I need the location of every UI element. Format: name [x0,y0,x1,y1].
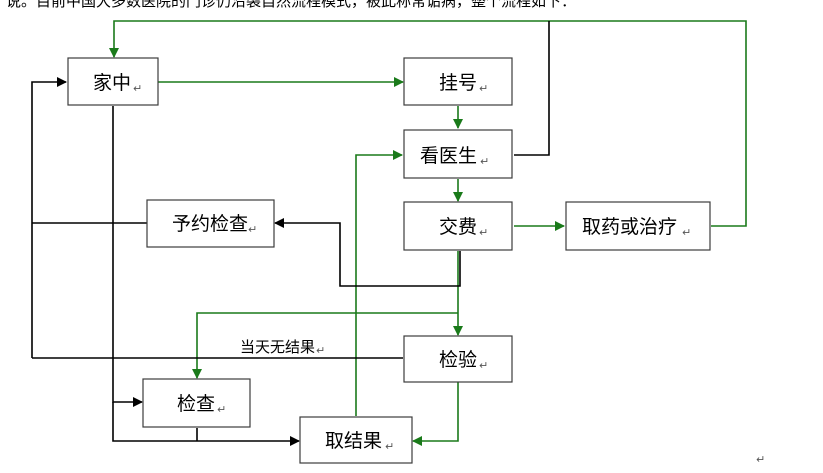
node-pay: 交费 ↵ [403,201,513,251]
node-pay-label: 交费 [439,216,477,238]
node-medicine-label: 取药或治疗 [582,216,677,238]
paragraph-mark: ↵ [479,359,488,372]
edge-pay-to-appointment [274,218,461,287]
edge-lab-to-result [412,382,459,446]
paragraph-mark: ↵ [316,344,325,357]
paragraph-mark: ↵ [479,82,488,95]
node-result-label: 取结果 [325,430,382,452]
node-doctor: 看医生 ↵ [403,129,513,179]
edge-doctor-to-top-line [514,21,550,156]
paragraph-mark: ↵ [682,226,691,239]
paragraph-mark: ↵ [133,82,142,95]
node-appointment: 予约检查 ↵ [146,199,275,248]
node-lab: 检验 ↵ [403,335,513,383]
node-exam-label: 检查 [177,393,215,415]
node-register: 挂号 ↵ [403,57,513,106]
paragraph-mark: ↵ [756,453,765,466]
paragraph-mark: ↵ [217,403,226,416]
edge-medicine-to-home [109,20,747,227]
node-home-label: 家中 [93,72,131,94]
paragraph-mark: ↵ [479,226,488,239]
edge-home-to-result [112,402,300,446]
node-appointment-label: 予约检查 [172,213,248,235]
paragraph-mark: ↵ [248,223,257,236]
node-result: 取结果 ↵ [299,416,413,464]
annotation-no-result-same-day: 当天无结果 [240,338,315,356]
node-home: 家中 ↵ [67,57,159,106]
header-text: 说。目前中国大多数医院的门诊仍沿袭自然流程模式，被此称常诟病，整个流程如下： [6,0,576,10]
node-medicine: 取药或治疗 ↵ [565,201,711,251]
paragraph-mark: ↵ [480,155,489,168]
node-lab-label: 检验 [439,349,477,371]
edge-result-to-doctor [355,150,403,416]
node-exam: 检查 ↵ [142,378,251,428]
edge-left-return-to-home [31,77,67,358]
connectors [31,20,747,446]
edge-pay-to-exam [192,312,458,379]
node-doctor-label: 看医生 [420,145,477,167]
paragraph-mark: ↵ [385,440,394,453]
node-register-label: 挂号 [439,72,477,94]
